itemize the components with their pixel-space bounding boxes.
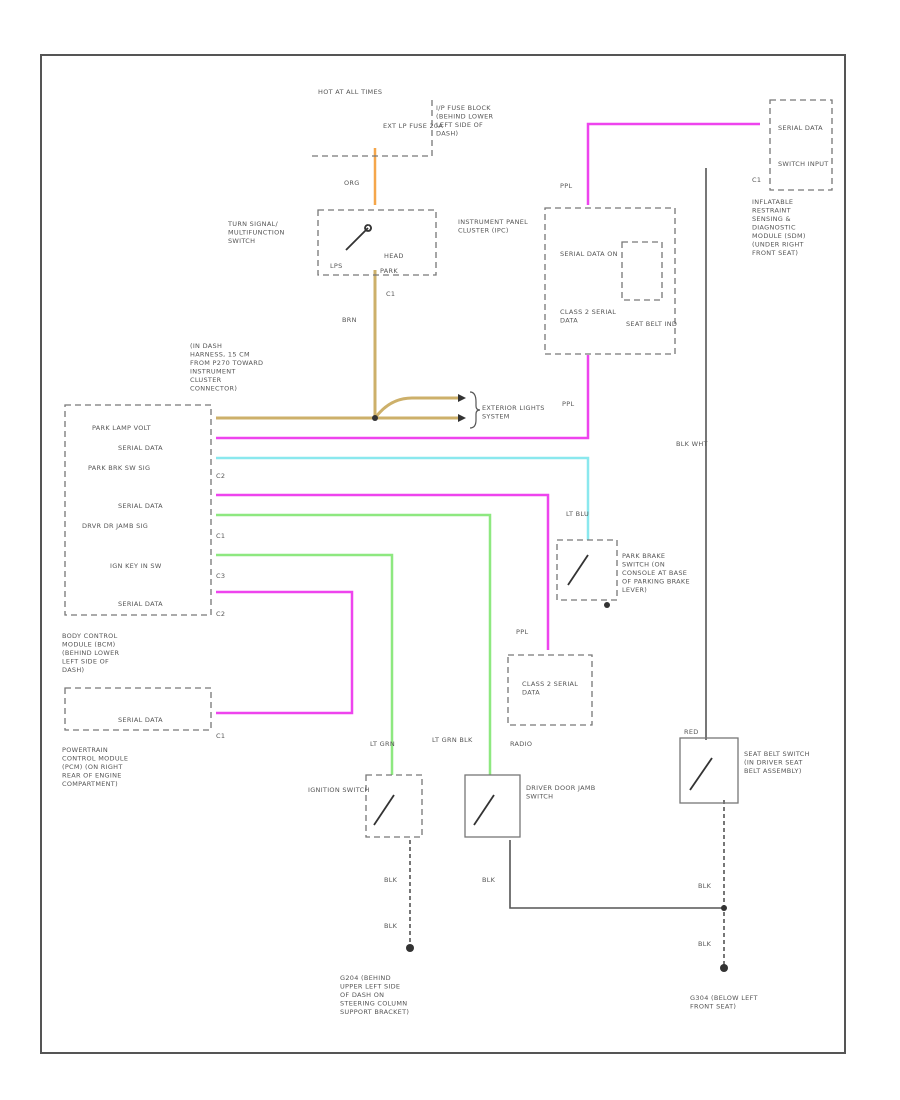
wire-pink-ipc [216,355,590,440]
org-label: ORG [344,179,360,187]
bracket-ext [469,391,481,429]
bcm-park-brk-label: PARK BRK SW SIG [88,464,150,472]
bcm-c3-label: C3 [216,572,225,580]
ipc-seatbelt-label: SEAT BELT IND [626,320,677,328]
parkbrake-switch-symbol [567,554,589,586]
jamb-switch-symbol [473,794,495,826]
lt-grn-blk-label: LT GRN BLK [432,736,473,744]
ground-dot-left [406,944,414,952]
wire-tan-ext1 [373,396,458,419]
blk-label-sb: BLK [698,882,712,890]
radio-label: RADIO [510,740,532,748]
hot-all-times-label: HOT AT ALL TIMES [318,88,382,96]
bcm-ign-key-label: IGN KEY IN SW [110,562,162,570]
bcm-serial3-label: SERIAL DATA [118,600,163,608]
bcm-park-lamp-label: PARK LAMP VOLT [92,424,151,432]
sdm-switch-input-label: SWITCH INPUT [778,160,829,168]
ign-switch-symbol [373,794,395,826]
arrow-ext2 [458,414,466,422]
blk-label-jamb: BLK [482,876,496,884]
ppl-label-ipc: PPL [560,182,572,190]
bcm-c2-label-b: C2 [216,610,225,618]
bcm-c1-label: C1 [216,532,225,540]
turn-switch-symbol [345,224,372,251]
arrow-ext1 [458,394,466,402]
bcm-box [64,404,212,616]
bcm-serial1-label: SERIAL DATA [118,444,163,452]
park-label: PARK [380,267,398,275]
ground-dot-right [720,964,728,972]
bcm-serial2-label: SERIAL DATA [118,502,163,510]
sdm-c1-label: C1 [752,176,761,184]
ppl-label-radio: PPL [516,628,528,636]
blk-label-ign: BLK [384,876,398,884]
ign-switch-label: IGNITION SWITCH [308,786,370,794]
seatbelt-switch-box [679,737,739,804]
ext-lp-fuse-label: EXT LP FUSE 20A [383,122,443,130]
sdm-blk-wht-label: BLK WHT [676,440,708,448]
lps-label: LPS [330,262,343,270]
turn-switch-box [317,209,437,276]
wire-pink-sdm [586,122,760,205]
head-label: HEAD [384,252,404,260]
wire-pink-radio [216,493,550,650]
ground-splice-right [721,905,727,911]
wire-green-ign [216,553,394,775]
pcm-box [64,687,212,731]
bcm-drv-jamb-label: DRVR DR JAMB SIG [82,522,148,530]
wire-jamb-gnd [509,840,724,909]
lt-blu-label: LT BLU [566,510,589,518]
seatbelt-switch-symbol [689,757,713,791]
c1-turn-label: C1 [386,290,395,298]
brn-label: BRN [342,316,357,324]
pcm-c1-label: C1 [216,732,225,740]
ppl-label-low: PPL [562,400,574,408]
diagram-frame [40,54,846,1054]
bcm-c2-label-a: C2 [216,472,225,480]
ipc-inner-box [621,241,663,301]
ipc-serial-label: SERIAL DATA ON [560,250,618,258]
pcm-serial-label: SERIAL DATA [118,716,163,724]
wire-green-jamb [216,513,492,775]
parkbrake-box [556,539,618,601]
ign-switch-box [365,774,423,838]
sdm-box [769,99,833,191]
blk-label-sb2: BLK [698,940,712,948]
jamb-switch-box [464,774,521,838]
blk-label-ign2: BLK [384,922,398,930]
lt-grn-label: LT GRN [370,740,395,748]
sdm-serial-label: SERIAL DATA [778,124,823,132]
wire-pink-pcm [216,590,354,715]
red-label: RED [684,728,699,736]
radio-box [507,654,593,726]
wire-tan-main [216,270,377,420]
splice-dot [372,415,378,421]
ipc-box [544,207,676,355]
parkbrake-ground [604,602,610,608]
wire-cyan [216,456,590,540]
